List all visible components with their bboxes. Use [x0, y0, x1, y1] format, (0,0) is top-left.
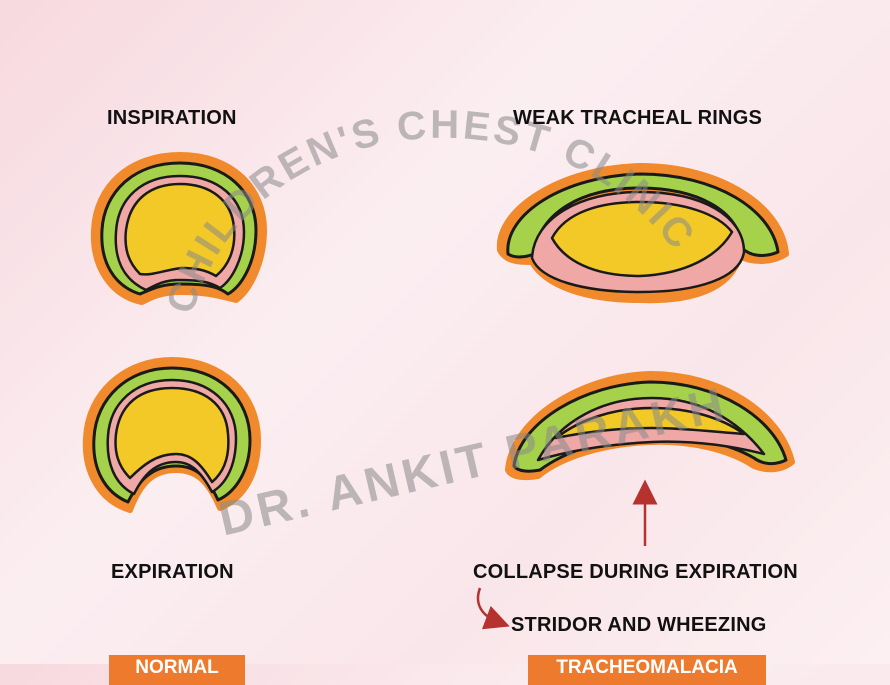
weak-rings-label: WEAK TRACHEAL RINGS	[513, 107, 762, 129]
weak-rings-section	[496, 163, 789, 304]
expiration-label: EXPIRATION	[111, 561, 234, 583]
watermark-doctor: DR. ANKIT PARAKH	[214, 378, 733, 547]
normal-expiration-section	[82, 357, 261, 513]
normal-inspiration-section	[90, 152, 267, 305]
tracheomalacia-badge: TRACHEOMALACIA	[528, 655, 766, 685]
collapse-label: COLLAPSE DURING EXPIRATION	[473, 561, 798, 583]
inspiration-label: INSPIRATION	[107, 107, 237, 129]
collapsed-section	[505, 371, 795, 481]
trachea-diagram: CHILDREN'S CHEST CLINIC DR. ANKIT PARAKH	[82, 103, 795, 630]
stridor-label: STRIDOR AND WHEEZING	[511, 614, 767, 636]
normal-badge: NORMAL	[109, 655, 245, 685]
stridor-arrow	[476, 587, 510, 630]
